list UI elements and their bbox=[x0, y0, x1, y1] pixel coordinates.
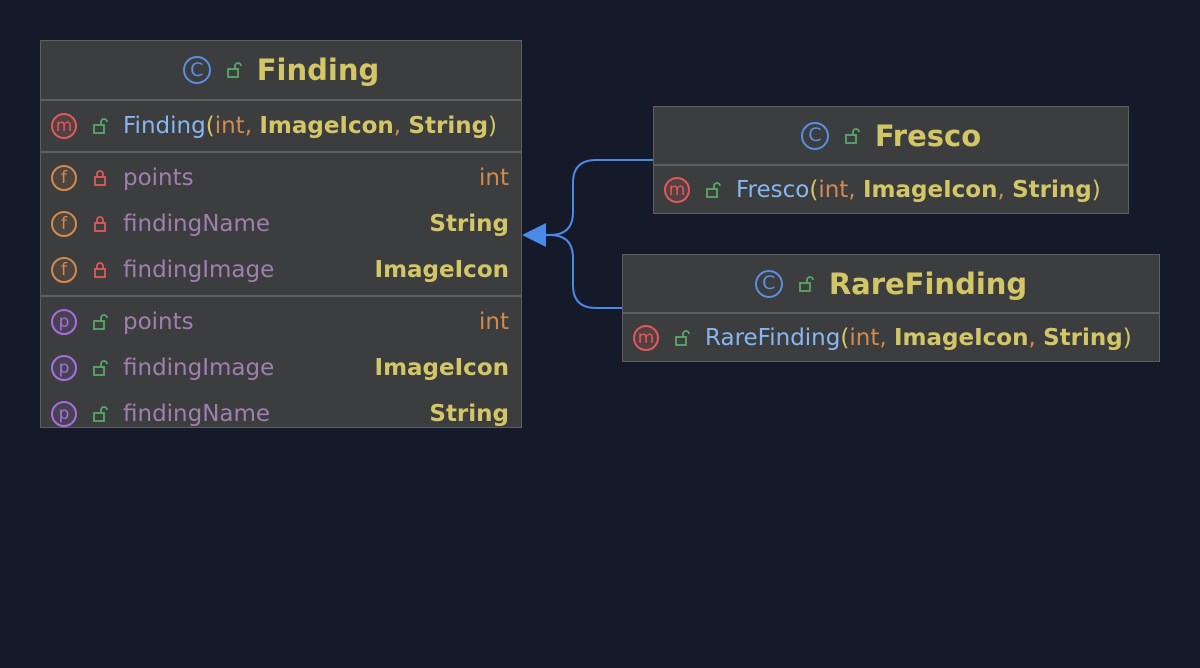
field-type: String bbox=[429, 211, 509, 237]
class-icon: C bbox=[800, 121, 829, 150]
field-type: ImageIcon bbox=[374, 257, 509, 283]
property-type: ImageIcon bbox=[374, 355, 509, 381]
field-name: findingImage bbox=[123, 257, 275, 283]
class-finding-header: C Finding bbox=[41, 41, 521, 101]
public-icon bbox=[673, 329, 691, 347]
fields-section: f points int f findingName String f find… bbox=[41, 153, 521, 297]
inheritance-arrowhead bbox=[522, 223, 546, 247]
class-rarefinding[interactable]: C RareFinding m RareFinding(int, ImageIc… bbox=[622, 254, 1160, 362]
method-icon: m bbox=[664, 177, 690, 203]
constructor-row[interactable]: m Finding(int, ImageIcon, String) bbox=[41, 103, 521, 149]
public-icon bbox=[225, 61, 243, 79]
class-finding[interactable]: C Finding m Finding(int, ImageIcon, Stri… bbox=[40, 40, 522, 428]
public-icon bbox=[91, 405, 109, 423]
field-icon: f bbox=[51, 165, 77, 191]
rarefinding-extends-edge bbox=[545, 234, 622, 309]
constructor-signature: Fresco(int, ImageIcon, String) bbox=[736, 177, 1101, 203]
constructor-row[interactable]: m RareFinding(int, ImageIcon, String) bbox=[623, 316, 1159, 360]
class-title: RareFinding bbox=[828, 266, 1028, 301]
public-icon bbox=[704, 181, 722, 199]
constructors-section: m Fresco(int, ImageIcon, String) bbox=[654, 166, 1128, 214]
class-icon: C bbox=[754, 269, 783, 298]
public-icon bbox=[91, 117, 109, 135]
property-type: int bbox=[479, 309, 509, 335]
constructor-signature: RareFinding(int, ImageIcon, String) bbox=[705, 325, 1132, 351]
private-lock-icon bbox=[91, 215, 109, 233]
property-row[interactable]: p findingImage ImageIcon bbox=[41, 345, 521, 391]
method-icon: m bbox=[633, 325, 659, 351]
public-icon bbox=[91, 313, 109, 331]
field-icon: f bbox=[51, 257, 77, 283]
field-row[interactable]: f points int bbox=[41, 155, 521, 201]
property-name: points bbox=[123, 309, 194, 335]
property-icon: p bbox=[51, 401, 77, 427]
field-name: findingName bbox=[123, 211, 271, 237]
property-name: findingName bbox=[123, 401, 271, 427]
constructor-row[interactable]: m Fresco(int, ImageIcon, String) bbox=[654, 168, 1128, 212]
property-name: findingImage bbox=[123, 355, 275, 381]
property-icon: p bbox=[51, 309, 77, 335]
public-icon bbox=[91, 359, 109, 377]
constructors-section: m RareFinding(int, ImageIcon, String) bbox=[623, 314, 1159, 362]
class-fresco[interactable]: C Fresco m Fresco(int, ImageIcon, String… bbox=[653, 106, 1129, 214]
field-type: int bbox=[479, 165, 509, 191]
property-row[interactable]: p points int bbox=[41, 299, 521, 345]
property-type: String bbox=[429, 401, 509, 427]
class-fresco-header: C Fresco bbox=[654, 107, 1128, 166]
private-lock-icon bbox=[91, 261, 109, 279]
class-title: Finding bbox=[256, 53, 380, 87]
properties-section: p points int p findingImage ImageIcon p … bbox=[41, 297, 521, 439]
public-icon bbox=[797, 275, 815, 293]
field-name: points bbox=[123, 165, 194, 191]
fresco-extends-edge bbox=[545, 159, 653, 236]
field-row[interactable]: f findingName String bbox=[41, 201, 521, 247]
constructors-section: m Finding(int, ImageIcon, String) bbox=[41, 101, 521, 153]
method-icon: m bbox=[51, 113, 77, 139]
property-row[interactable]: p findingName String bbox=[41, 391, 521, 437]
class-rarefinding-header: C RareFinding bbox=[623, 255, 1159, 314]
public-icon bbox=[843, 127, 861, 145]
private-lock-icon bbox=[91, 169, 109, 187]
field-row[interactable]: f findingImage ImageIcon bbox=[41, 247, 521, 293]
field-icon: f bbox=[51, 211, 77, 237]
class-icon: C bbox=[182, 56, 211, 84]
class-title: Fresco bbox=[874, 118, 982, 153]
property-icon: p bbox=[51, 355, 77, 381]
constructor-signature: Finding(int, ImageIcon, String) bbox=[123, 113, 498, 139]
